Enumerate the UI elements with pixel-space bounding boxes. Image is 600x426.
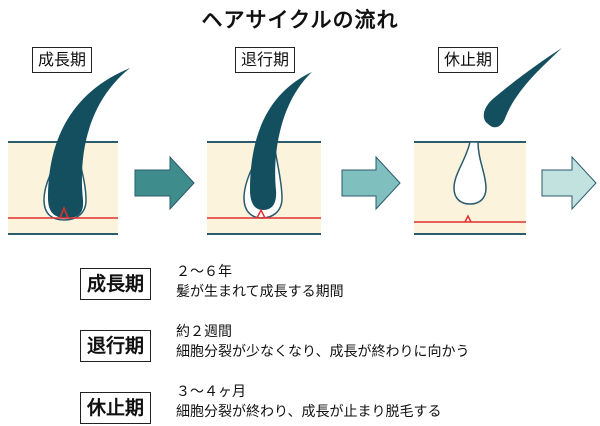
stage-label-anagen: 成長期 bbox=[32, 47, 93, 73]
stage-telogen-illustration bbox=[414, 48, 562, 235]
arrow-icon bbox=[341, 155, 401, 211]
phase-duration-catagen: 約２週間 bbox=[176, 324, 232, 340]
stage-label-telogen: 休止期 bbox=[438, 47, 499, 73]
phase-term-catagen: 退行期 bbox=[80, 330, 152, 362]
stage-label-catagen: 退行期 bbox=[235, 47, 296, 73]
stage-anagen-illustration bbox=[8, 68, 130, 235]
papilla-tip bbox=[59, 205, 69, 219]
arrow-icon bbox=[134, 155, 195, 211]
papilla-tip bbox=[464, 214, 472, 223]
follicle-outline bbox=[453, 141, 487, 205]
phase-description-anagen: 髪が生まれて成長する期間 bbox=[176, 284, 344, 300]
papilla-tip bbox=[256, 208, 266, 219]
phase-duration-anagen: ２～６年 bbox=[176, 264, 232, 280]
shedding-hair bbox=[483, 48, 562, 128]
phase-term-telogen: 休止期 bbox=[80, 392, 152, 424]
phase-description-catagen: 細胞分裂が少なくなり、成長が終わりに向かう bbox=[176, 344, 470, 360]
stage-catagen-illustration bbox=[207, 72, 321, 235]
phase-description-telogen: 細胞分裂が終わり、成長が止まり脱毛する bbox=[176, 404, 442, 420]
phase-duration-telogen: ３～４ヶ月 bbox=[176, 384, 246, 400]
arrow-icon bbox=[541, 155, 597, 211]
hair-shaft bbox=[48, 68, 130, 218]
phase-term-anagen: 成長期 bbox=[80, 268, 152, 300]
diagram-title: ヘアサイクルの流れ bbox=[201, 8, 399, 32]
hair-shaft bbox=[250, 72, 312, 210]
